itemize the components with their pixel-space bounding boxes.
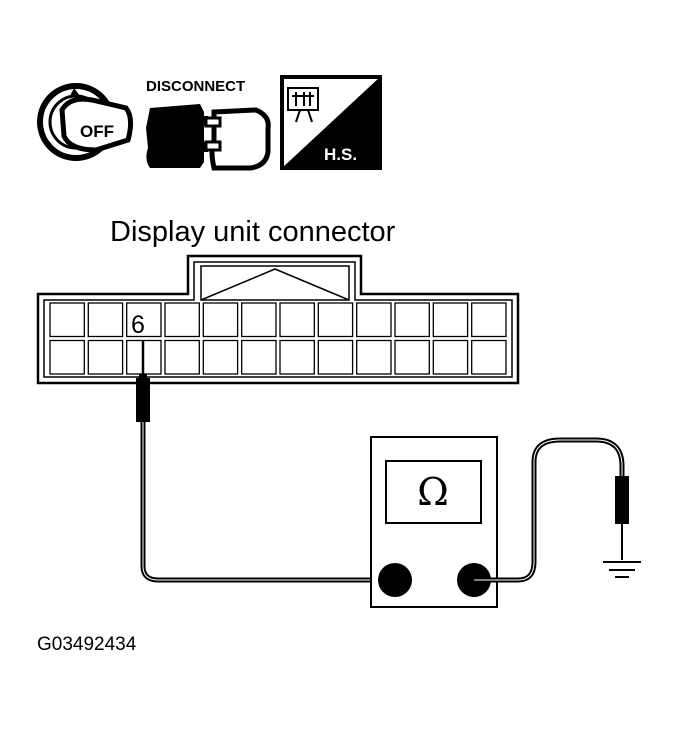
pin-cavity <box>394 302 430 338</box>
pin-cavity <box>202 302 239 338</box>
figure-code: G03492434 <box>37 634 137 655</box>
pin-cavity <box>279 339 315 375</box>
pin-cavity <box>87 302 124 338</box>
ground-icon <box>603 561 641 578</box>
display-unit-connector: 6 <box>36 254 520 385</box>
pin-cavity <box>164 302 200 338</box>
pin-cavity <box>356 339 392 375</box>
pin-cavity <box>279 302 315 338</box>
harness-side-label: H.S. <box>324 145 357 164</box>
ohm-symbol: Ω <box>417 470 449 514</box>
pin-cavity <box>126 302 162 338</box>
pin-cavity <box>49 339 85 375</box>
test-lead-left <box>140 422 393 583</box>
connector-pin-grid <box>49 302 507 375</box>
pin-cavity <box>432 339 469 375</box>
pin-cavity <box>356 302 392 338</box>
pin-cavity <box>471 339 507 375</box>
harness-side-icon: H.S. <box>280 75 382 170</box>
pin-cavity <box>432 302 469 338</box>
pin-6-label: 6 <box>131 311 145 339</box>
pin-cavity <box>49 302 85 338</box>
pin-cavity <box>394 339 430 375</box>
pin-cavity <box>241 302 277 338</box>
pin-cavity <box>241 339 277 375</box>
disconnect-label: DISCONNECT <box>146 78 245 95</box>
pin-cavity <box>471 302 507 338</box>
pin-cavity <box>87 339 124 375</box>
pin-cavity <box>317 302 354 338</box>
meter-terminal-left <box>378 563 412 597</box>
ohmmeter: Ω <box>370 436 498 608</box>
test-probe-pin6 <box>136 340 150 422</box>
pin-cavity <box>164 339 200 375</box>
disconnect-battery-icon: DISCONNECT <box>146 78 271 171</box>
connector-title: Display unit connector <box>110 216 396 248</box>
ignition-key-off-icon: OFF <box>37 83 134 161</box>
ground-probe <box>615 476 629 560</box>
ignition-off-label: OFF <box>80 122 114 141</box>
pin-cavity <box>202 339 239 375</box>
pin-cavity <box>317 339 354 375</box>
